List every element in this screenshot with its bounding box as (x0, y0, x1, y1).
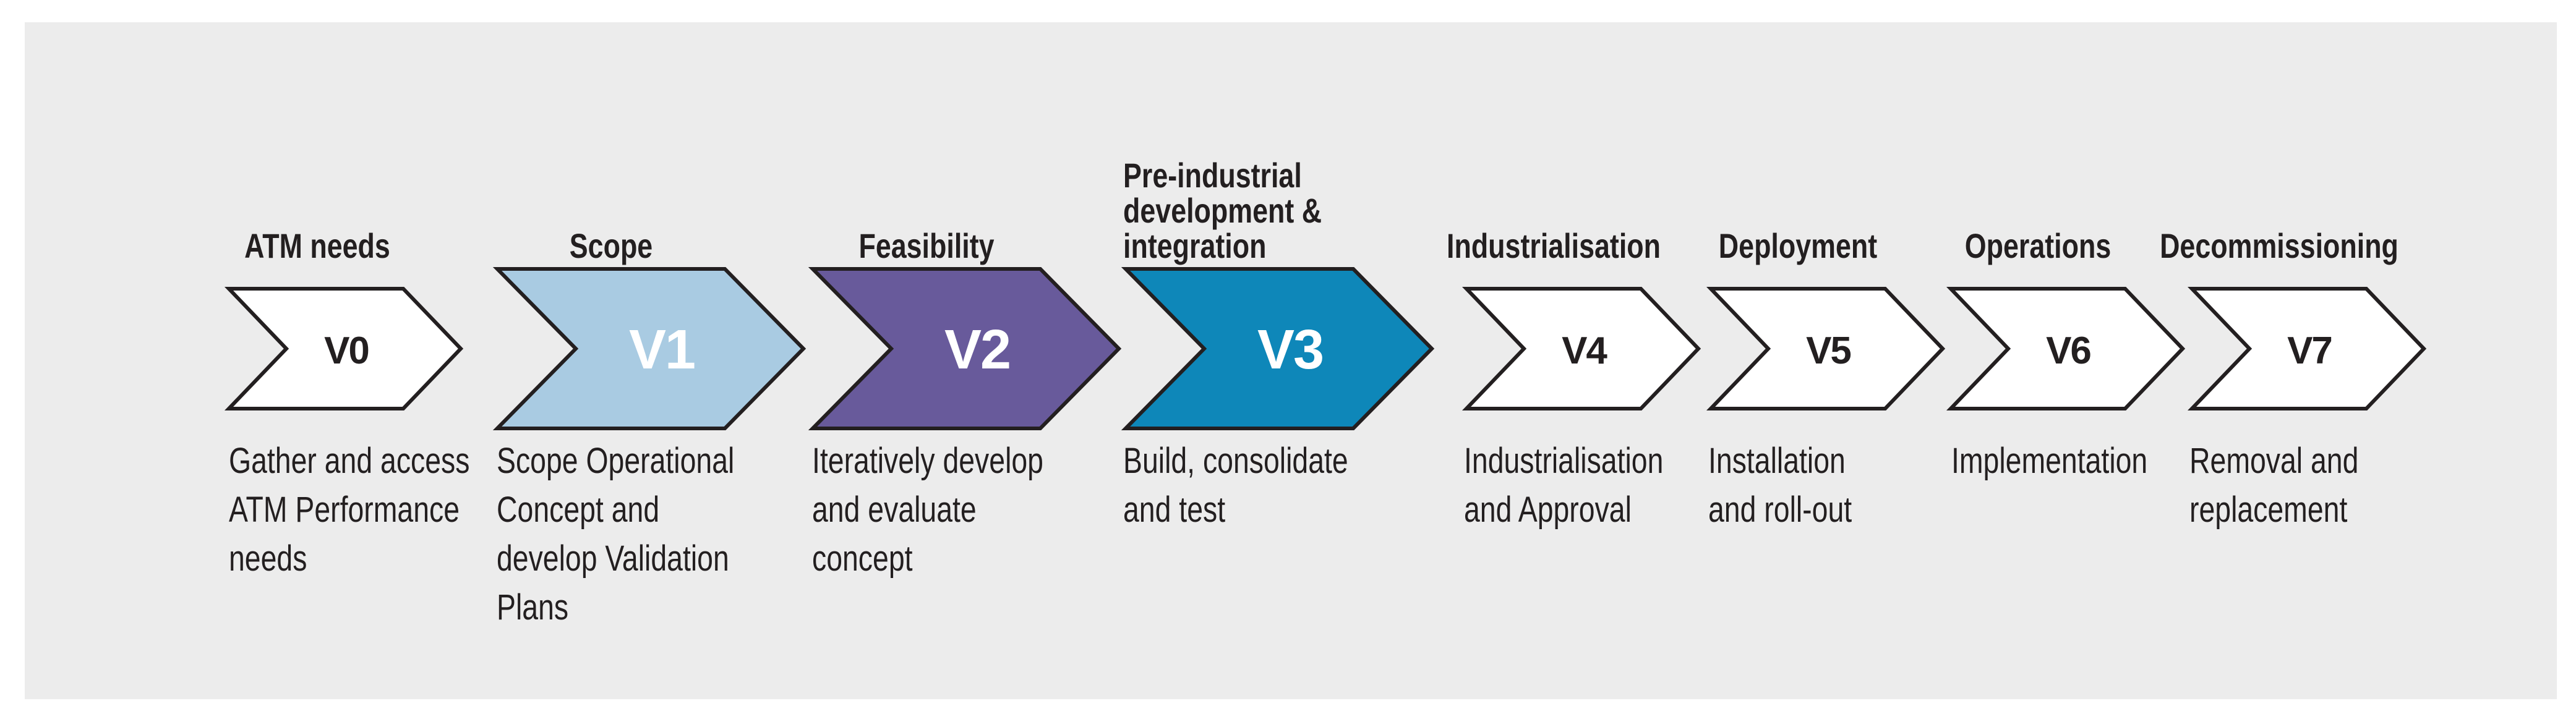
chevron-v5-shape (1706, 287, 1946, 410)
phase-desc-line: develop Validation (497, 538, 729, 579)
phase-label-v2: Feasibility (842, 228, 1011, 263)
chevron-v2-shape (808, 267, 1122, 430)
chevron-v5: V5 (1706, 287, 1946, 410)
phase-desc-v3: Build, consolidate and test (1123, 436, 1405, 534)
phase-label-v6: Operations (1946, 228, 2129, 263)
phase-label-v1: Scope (559, 228, 663, 263)
phase-desc-line: concept (812, 538, 913, 579)
phase-label-line: integration (1123, 226, 1267, 265)
chevron-v3-shape (1121, 267, 1435, 430)
phase-desc-line: and Approval (1464, 490, 1632, 530)
phase-desc-line: and roll-out (1708, 490, 1852, 530)
phase-desc-line: Plans (497, 587, 569, 627)
phase-label-line: Scope (569, 226, 653, 265)
phase-desc-v6: Implementation (1951, 436, 2197, 485)
chevron-v3-number: V3 (1257, 319, 1323, 381)
chevron-v2-number: V2 (944, 319, 1010, 381)
phase-desc-line: Industrialisation (1464, 441, 1664, 481)
phase-label-v4: Industrialisation (1420, 228, 1688, 263)
phase-desc-v4: Industrialisation and Approval (1464, 436, 1713, 534)
phase-label-v5: Deployment (1699, 228, 1898, 263)
chevron-v0-shape (224, 287, 464, 410)
phase-label-line: Deployment (1718, 226, 1878, 265)
phase-desc-v5: Installation and roll-out (1708, 436, 1888, 534)
phase-label-line: Feasibility (858, 226, 995, 265)
phase-desc-line: Build, consolidate (1123, 441, 1348, 481)
chevron-v7: V7 (2187, 287, 2427, 410)
phase-desc-line: replacement (2189, 490, 2348, 530)
phase-label-line: Industrialisation (1447, 226, 1661, 265)
chevron-v4: V4 (1461, 287, 1701, 410)
chevron-v7-number: V7 (2287, 329, 2332, 372)
phase-desc-v0: Gather and access ATM Performance needs (229, 436, 530, 583)
phase-label-line: ATM needs (244, 226, 390, 265)
phase-desc-line: Removal and (2189, 441, 2359, 481)
phase-desc-line: and test (1123, 490, 1226, 530)
phase-label-line: Decommissioning (2160, 226, 2398, 265)
phase-desc-line: Implementation (1951, 441, 2148, 481)
phase-desc-line: Installation (1708, 441, 1846, 481)
chevron-v5-number: V5 (1806, 329, 1851, 372)
chevron-v6-number: V6 (2046, 329, 2090, 372)
chevron-v1-shape (492, 267, 807, 430)
phase-label-line: Pre-industrial (1123, 156, 1302, 195)
phase-desc-line: and evaluate (812, 490, 977, 530)
phase-label-line: development & (1123, 191, 1322, 230)
phase-label-v7: Decommissioning (2130, 228, 2428, 263)
phase-desc-line: Gather and access (229, 441, 470, 481)
chevron-v7-shape (2187, 287, 2427, 410)
phase-desc-line: Iteratively develop (812, 441, 1043, 481)
phase-desc-v1: Scope Operational Concept and develop Va… (497, 436, 794, 632)
phase-label-v0: ATM needs (226, 228, 409, 263)
phase-desc-v2: Iteratively develop and evaluate concept (812, 436, 1101, 583)
chevron-v0-number: V0 (324, 329, 369, 372)
chevron-v2: V2 (808, 267, 1122, 430)
phase-desc-line: Scope Operational (497, 441, 735, 481)
chevron-v4-number: V4 (1562, 329, 1607, 372)
phase-desc-v7: Removal and replacement (2189, 436, 2401, 534)
chevron-v6: V6 (1946, 287, 2186, 410)
chevron-v1: V1 (492, 267, 807, 430)
chevron-v1-number: V1 (629, 319, 695, 381)
phase-desc-line: Concept and (497, 490, 660, 530)
chevron-v6-shape (1946, 287, 2186, 410)
phase-label-v3: Pre-industrial development & integration (1123, 158, 1371, 263)
chevron-v0: V0 (224, 287, 464, 410)
phase-desc-line: ATM Performance (229, 490, 460, 530)
phase-label-line: Operations (1964, 226, 2112, 265)
chevron-v4-shape (1461, 287, 1701, 410)
chevron-v3: V3 (1121, 267, 1435, 430)
phase-desc-line: needs (229, 538, 307, 579)
